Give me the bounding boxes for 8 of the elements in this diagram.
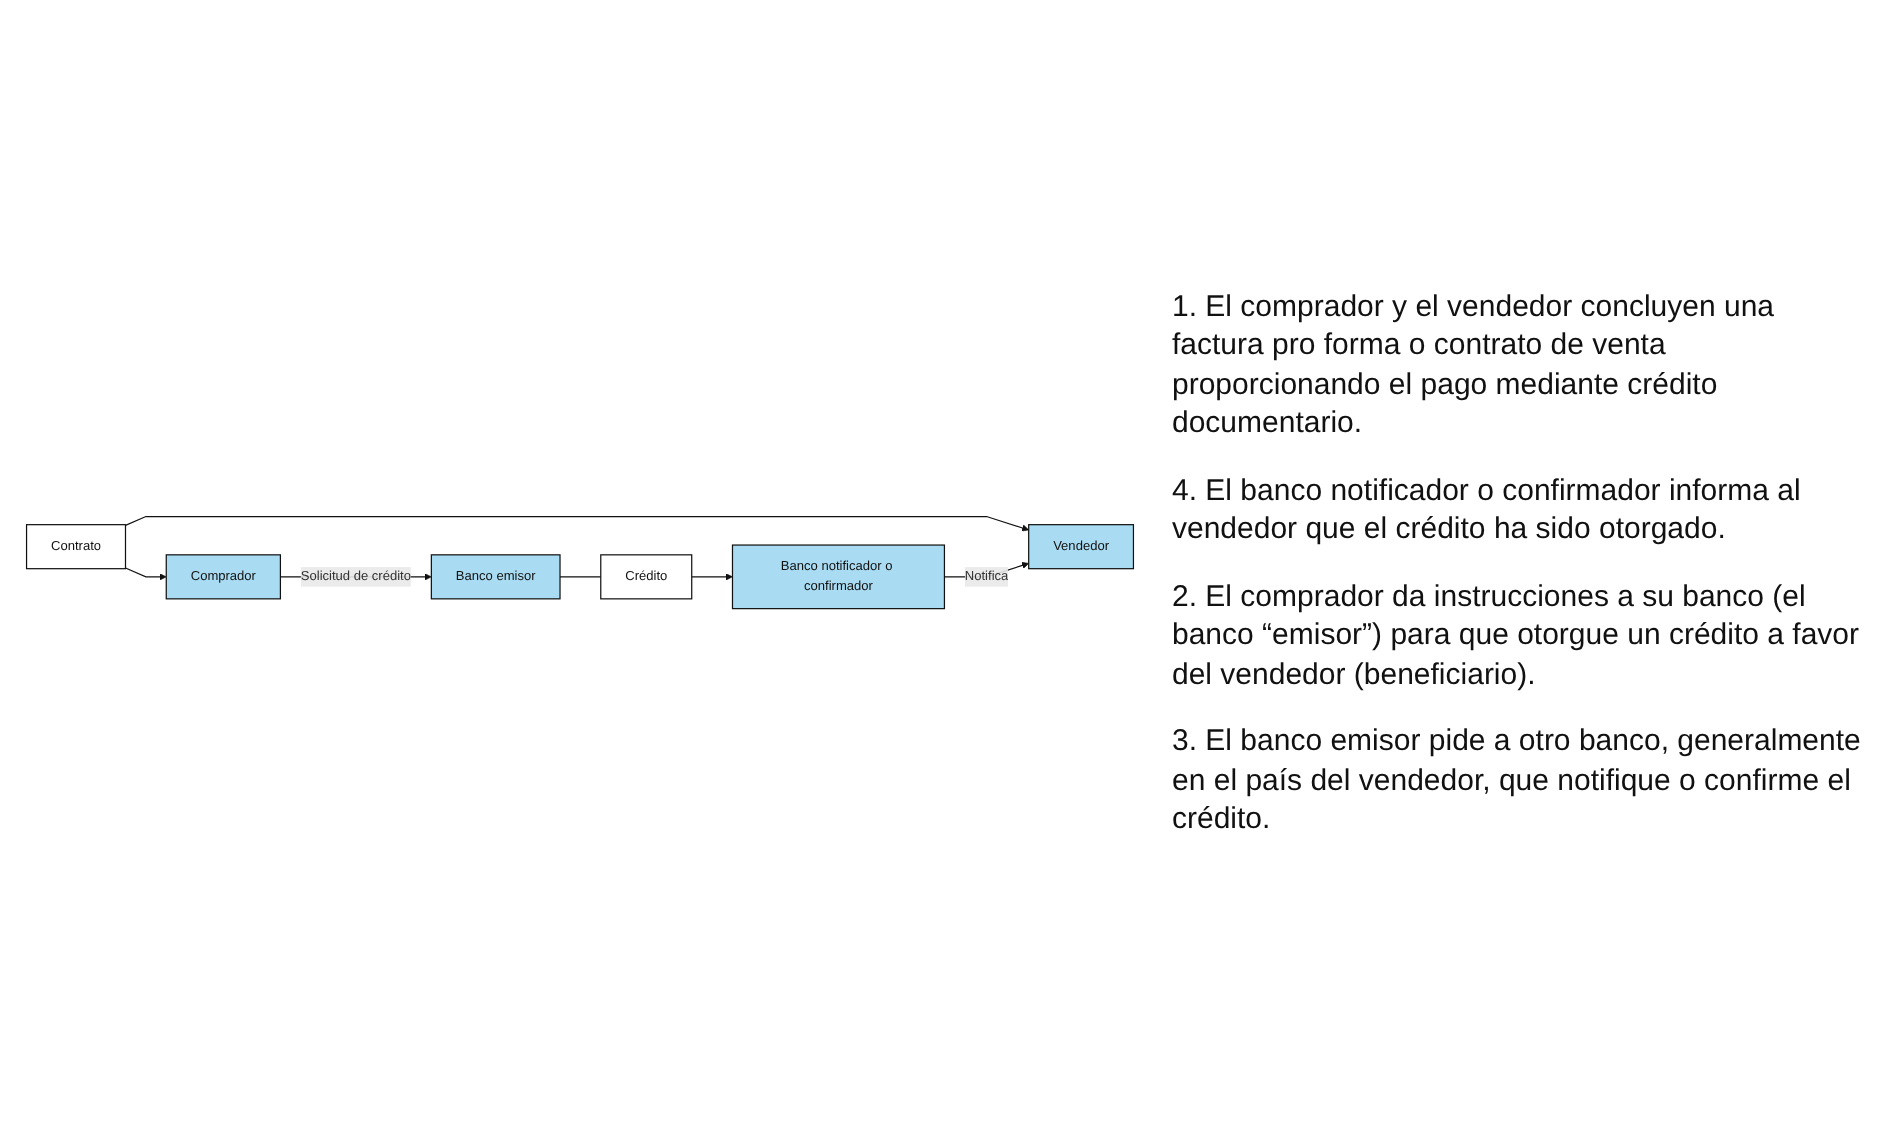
- arrow: [691, 573, 733, 581]
- step-note: 1. El comprador y el vendedor concluyen una factura pro forma o contrato de venta proporcionando el pago mediante crédito documentario.: [1172, 287, 1777, 443]
- arrow: [124, 567, 167, 581]
- connector: [559, 576, 602, 578]
- step-note: 3. El banco emisor pide a otro banco, generalmente en el país del vendedor, que notifique o confirme el crédito.: [1172, 722, 1863, 839]
- arrow: [124, 516, 1029, 532]
- step-note: 4. El banco notificador o confirmador informa al vendedor que el crédito ha sido otorgado.: [1172, 471, 1803, 549]
- step-note: 2. El comprador da instrucciones a su banco (el banco “emisor”) para que otorgue un crédito a favor del vendedor (beneficiario).: [1172, 577, 1862, 694]
